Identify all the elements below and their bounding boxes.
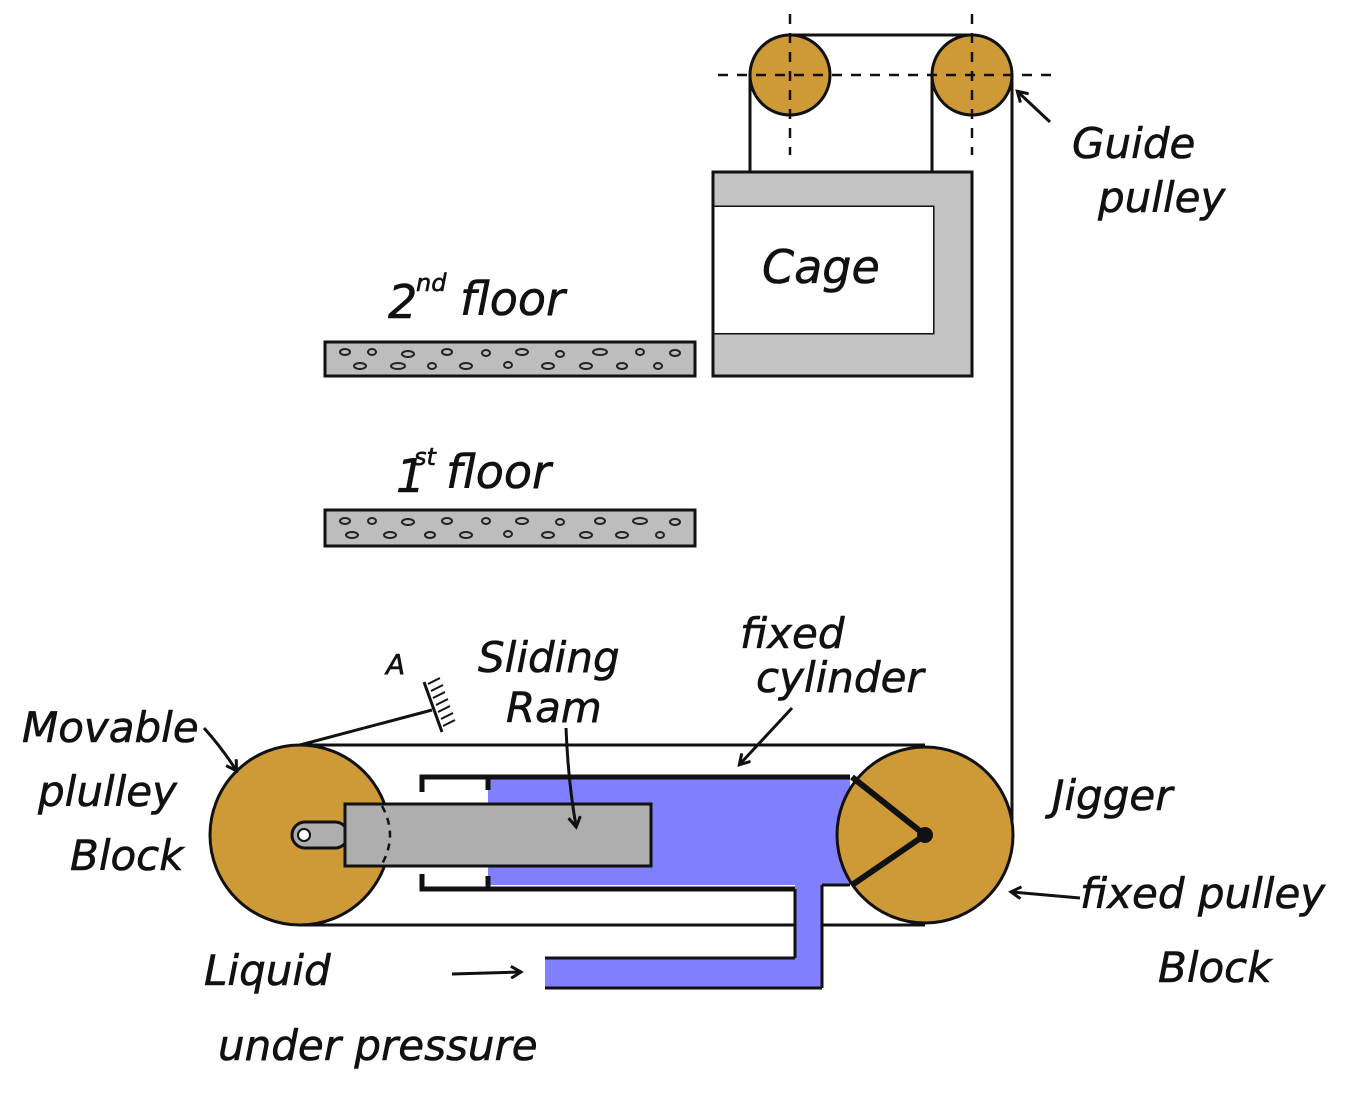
anchor-hatching xyxy=(427,677,456,727)
fixed-cylinder-label-line2: cylinder xyxy=(756,653,926,702)
guide-pulley-arrow xyxy=(1018,92,1052,124)
ram-body xyxy=(343,802,653,868)
second-floor: 2 nd floor xyxy=(323,269,697,378)
fixed-cylinder-arrow xyxy=(740,706,794,764)
cylinder-bottom-wall xyxy=(419,874,491,892)
cylinder-top-wall xyxy=(419,774,491,792)
second-floor-word: floor xyxy=(460,272,568,326)
rope-anchor-a: A xyxy=(299,648,456,747)
cage-opening xyxy=(713,207,933,333)
movable-pulley-label-line3: Block xyxy=(70,831,185,880)
ram-pin xyxy=(297,828,311,842)
second-floor-aggregate xyxy=(339,348,681,370)
movable-pulley-label-line2: plulley xyxy=(37,767,178,816)
first-floor-slab xyxy=(323,508,697,548)
first-floor-superscript: st xyxy=(414,443,438,471)
first-floor-word: floor xyxy=(446,445,554,499)
liquid-label-line2: under pressure xyxy=(218,1021,538,1070)
guide-pulley-label-line1: Guide xyxy=(1072,119,1195,168)
anchor-wall xyxy=(422,681,444,733)
sliding-ram-label-line1: Sliding xyxy=(478,633,620,682)
fixed-pulley-block xyxy=(835,745,1015,925)
jigger-label: Jigger xyxy=(1045,771,1175,820)
movable-pulley-arrow xyxy=(202,726,236,770)
first-floor: 1 st floor xyxy=(323,443,697,548)
sliding-ram xyxy=(290,802,653,868)
second-floor-superscript: nd xyxy=(416,269,447,297)
second-floor-number: 2 xyxy=(388,275,417,329)
movable-pulley-label-line1: Movable xyxy=(22,703,199,752)
liquid-flow-arrow xyxy=(451,972,520,974)
fixed-pulley-arrow xyxy=(1012,892,1081,898)
second-floor-slab xyxy=(323,340,697,378)
cage: Cage xyxy=(711,170,974,378)
guide-pulley-label-line2: pulley xyxy=(1097,173,1226,222)
first-floor-aggregate xyxy=(339,517,681,539)
fixed-pulley-label-line2: Block xyxy=(1158,943,1273,992)
ram-hidden-edge xyxy=(380,805,392,865)
fixed-pulley-label-line1: fixed pulley xyxy=(1080,869,1326,918)
guide-pulley-assembly xyxy=(718,14,1052,172)
liquid-label-line1: Liquid xyxy=(204,946,331,995)
fixed-cylinder-label-line1: fixed xyxy=(740,609,845,658)
first-floor-number: 1 xyxy=(396,449,425,503)
anchor-rope xyxy=(299,708,433,747)
point-a-label: A xyxy=(384,648,405,681)
fixed-pulley-pivot xyxy=(917,827,933,843)
sliding-ram-label-line2: Ram xyxy=(506,683,602,732)
cage-label: Cage xyxy=(762,240,880,294)
sliding-ram-arrow xyxy=(564,727,576,826)
